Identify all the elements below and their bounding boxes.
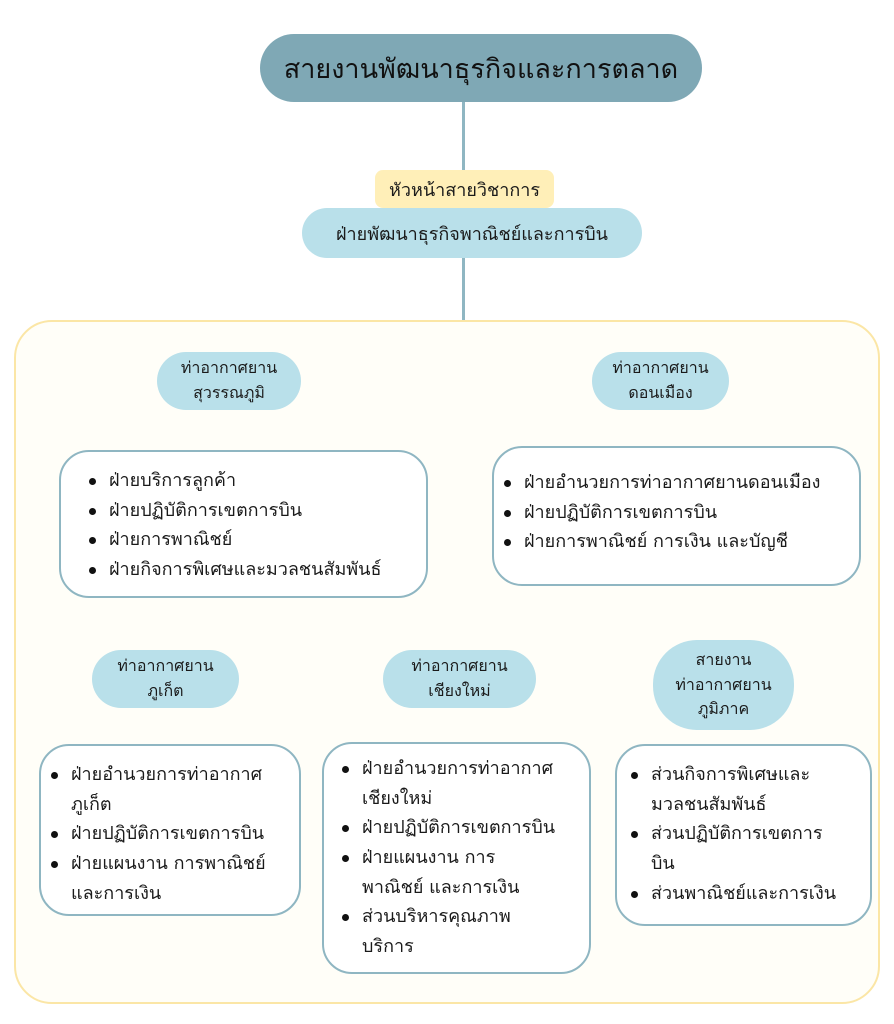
department-node: ฝ่ายพัฒนาธุรกิจพาณิชย์และการบิน [302, 208, 642, 258]
units-box-regional: ส่วนกิจการพิเศษและ มวลชนสัมพันธ์ ส่วนปฏิ… [615, 744, 872, 926]
airport-name: ท่าอากาศยาน ดอนเมือง [612, 358, 709, 402]
airport-node-donmueang: ท่าอากาศยาน ดอนเมือง [592, 352, 729, 410]
list-item: ส่วนบริหารคุณภาพ บริการ [342, 902, 581, 961]
list-item: ฝ่ายอำนวยการท่าอากาศ ภูเก็ต [51, 760, 291, 819]
airport-name: สายงาน ท่าอากาศยาน ภูมิภาค [675, 649, 772, 719]
list-item: ฝ่ายกิจการพิเศษและมวลชนสัมพันธ์ [89, 555, 416, 585]
connector-line [462, 102, 465, 170]
list-item: ส่วนกิจการพิเศษและ มวลชนสัมพันธ์ [631, 760, 864, 819]
list-item: ฝ่ายปฏิบัติการเขตการบิน [342, 813, 581, 843]
list-item: ฝ่ายการพาณิชย์ การเงิน และบัญชี [504, 527, 851, 557]
airport-name: ท่าอากาศยาน เชียงใหม่ [411, 656, 508, 700]
airport-node-regional: สายงาน ท่าอากาศยาน ภูมิภาค [653, 640, 794, 730]
list-item: ส่วนปฏิบัติการเขตการ บิน [631, 819, 864, 878]
list-item: ฝ่ายปฏิบัติการเขตการบิน [51, 819, 291, 849]
list-item: ฝ่ายอำนวยการท่าอากาศ เชียงใหม่ [342, 754, 581, 813]
list-item: ฝ่ายอำนวยการท่าอากาศยานดอนเมือง [504, 468, 851, 498]
airport-node-phuket: ท่าอากาศยาน ภูเก็ต [92, 650, 239, 708]
head-label: หัวหน้าสายวิชาการ [375, 170, 554, 208]
list-item: ส่วนพาณิชย์และการเงิน [631, 879, 864, 909]
airport-node-suvarnabhumi: ท่าอากาศยาน สุวรรณภูมิ [157, 352, 301, 410]
list-item: ฝ่ายปฏิบัติการเขตการบิน [504, 498, 851, 528]
list-item: ฝ่ายการพาณิชย์ [89, 525, 416, 555]
list-item: ฝ่ายปฏิบัติการเขตการบิน [89, 496, 416, 526]
list-item: ฝ่ายแผนงาน การ พาณิชย์ และการเงิน [342, 843, 581, 902]
list-item: ฝ่ายแผนงาน การพาณิชย์ และการเงิน [51, 849, 291, 908]
airport-name: ท่าอากาศยาน ภูเก็ต [117, 656, 214, 700]
units-box-suvarnabhumi: ฝ่ายบริการลูกค้า ฝ่ายปฏิบัติการเขตการบิน… [59, 450, 428, 598]
units-box-chiangmai: ฝ่ายอำนวยการท่าอากาศ เชียงใหม่ ฝ่ายปฏิบั… [322, 742, 591, 974]
airport-node-chiangmai: ท่าอากาศยาน เชียงใหม่ [383, 650, 536, 708]
connector-line [462, 258, 465, 320]
units-box-phuket: ฝ่ายอำนวยการท่าอากาศ ภูเก็ต ฝ่ายปฏิบัติก… [39, 744, 301, 916]
airport-name: ท่าอากาศยาน สุวรรณภูมิ [180, 358, 278, 402]
list-item: ฝ่ายบริการลูกค้า [89, 466, 416, 496]
units-box-donmueang: ฝ่ายอำนวยการท่าอากาศยานดอนเมือง ฝ่ายปฏิบ… [492, 446, 861, 586]
chart-title: สายงานพัฒนาธุรกิจและการตลาด [260, 34, 702, 102]
